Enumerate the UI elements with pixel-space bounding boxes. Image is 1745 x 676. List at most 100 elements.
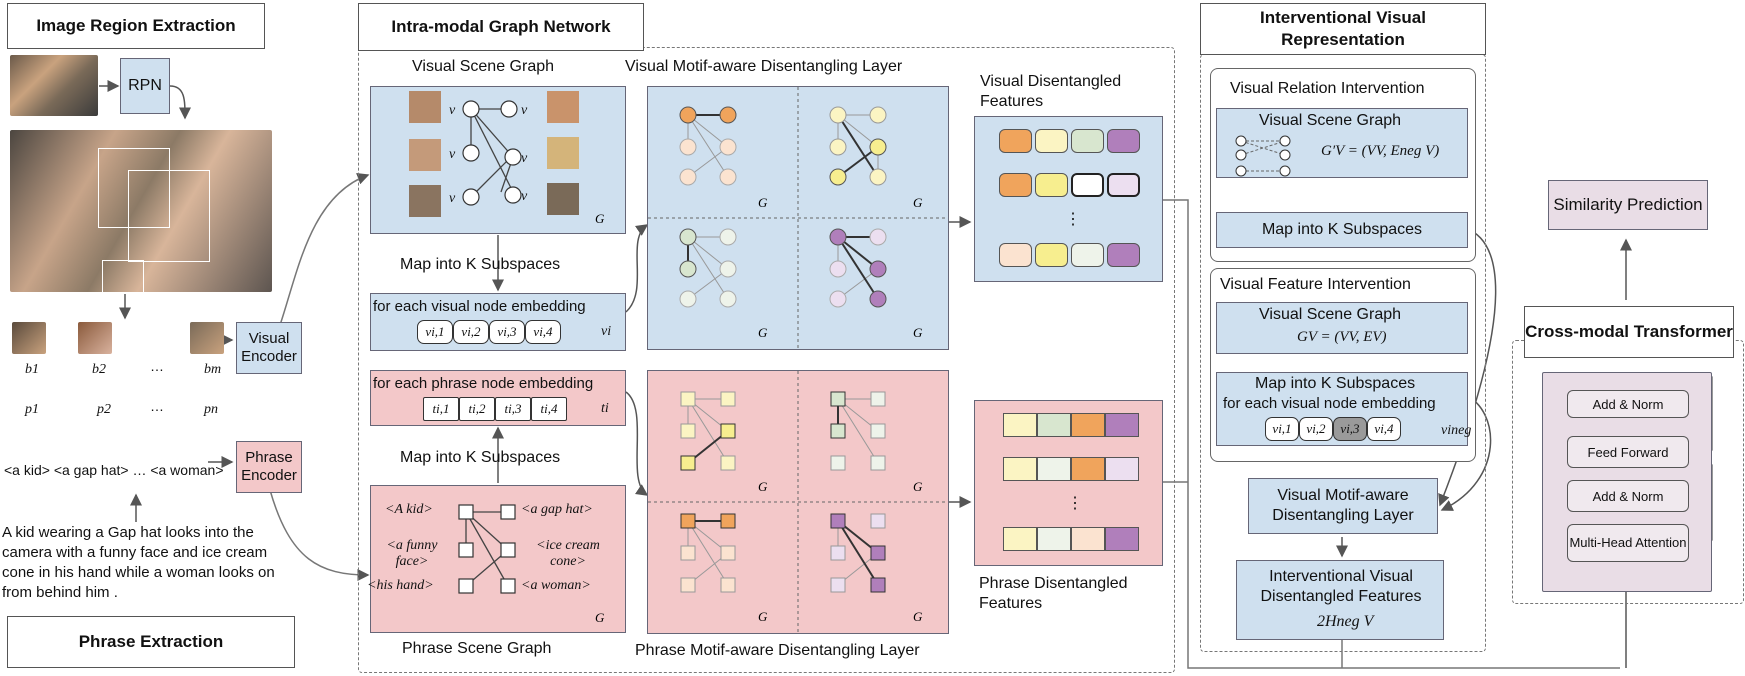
relation-map-block: Map into K Subspaces [1216, 212, 1468, 248]
vfeat-2-3 [1071, 173, 1104, 197]
add-norm-top: Add & Norm [1567, 390, 1689, 418]
svg-text:v: v [449, 191, 456, 206]
phrase-encoder-label: Phrase Encoder [241, 449, 297, 484]
vi-sub-4: vi,4 [525, 320, 561, 344]
intra-modal-title: Intra-modal Graph Network [391, 17, 611, 36]
intra-modal-frame [358, 47, 1175, 673]
p2-label: p2 [97, 402, 111, 417]
svg-text:G: G [595, 610, 605, 625]
b-ellipsis: … [150, 358, 164, 374]
svg-text:v: v [521, 151, 528, 166]
pfeat-ellipsis: ⋮ [1067, 495, 1083, 512]
region-box-1 [98, 148, 170, 228]
vi-sub-2: vi,2 [453, 320, 489, 344]
ti-sub-1: ti,1 [423, 397, 459, 421]
vfeat-1-4 [1107, 129, 1140, 153]
vneg-sub-1: vi,1 [1265, 417, 1299, 441]
pfeat-2-1 [1003, 457, 1037, 481]
phrase-node-ice-cream: <ice cream cone> [536, 538, 600, 569]
svg-text:v: v [449, 147, 456, 162]
phrase-extraction-title: Phrase Extraction [78, 632, 224, 651]
ivdf-label: Interventional Visual Disentangled Featu… [1260, 568, 1422, 605]
multi-head-attention: Multi-Head Attention [1567, 524, 1689, 562]
svg-text:G: G [913, 195, 923, 210]
bm-label: bm [204, 362, 222, 377]
rpn-block: RPN [120, 58, 170, 114]
pmadl-title: Phrase Motif-aware Disentangling Layer [635, 642, 920, 659]
svg-text:G: G [758, 479, 768, 494]
input-photo-large [10, 130, 272, 294]
visual-encoder-block: Visual Encoder [236, 322, 302, 374]
relation-vsg-label: Visual Scene Graph [1259, 112, 1402, 129]
phrase-node-a-kid: <A kid> [385, 502, 433, 517]
feature-vsg-block: Visual Scene Graph GV = (VV, EV) [1216, 302, 1468, 354]
vfeat-2-2 [1035, 173, 1068, 197]
pfeat-2-2 [1037, 457, 1071, 481]
feature-embed-label: for each visual node embedding [1223, 395, 1436, 412]
feed-forward-label: Feed Forward [1587, 444, 1669, 460]
phrase-features-panel: ⋮ [974, 400, 1163, 566]
relation-mini-graph [1235, 135, 1291, 177]
feature-vsg-label: Visual Scene Graph [1259, 306, 1402, 323]
vi-sub-3: vi,3 [489, 320, 525, 344]
add-norm-top-label: Add & Norm [1592, 396, 1664, 412]
vneg-sub-4: vi,4 [1367, 417, 1401, 441]
cross-modal-header: Cross-modal Transformer [1524, 306, 1734, 358]
svg-text:G: G [913, 325, 923, 340]
interventional-title: Interventional Visual Representation [1260, 8, 1426, 49]
b2-label: b2 [92, 362, 106, 377]
visual-encoder-label: Visual Encoder [241, 330, 297, 365]
svg-text:G: G [758, 195, 768, 210]
visual-disentangled-title: Visual Disentangled Features [980, 73, 1122, 110]
vfeat-3-4 [1107, 243, 1140, 267]
relation-map-label: Map into K Subspaces [1261, 221, 1423, 238]
phrase-extraction-header: Phrase Extraction [7, 616, 295, 668]
input-photo-small [10, 55, 98, 116]
b1-label: b1 [25, 362, 39, 377]
vfeat-ellipsis: ⋮ [1065, 211, 1081, 228]
pfeat-3-1 [1003, 527, 1037, 551]
phrase-node-his-hand: <his hand> [367, 578, 434, 593]
add-norm-bottom-label: Add & Norm [1592, 488, 1664, 504]
interventional-header: Interventional Visual Representation [1200, 3, 1486, 55]
vfeat-1-2 [1035, 129, 1068, 153]
phrase-node-embedding-label: for each phrase node embedding [373, 375, 594, 392]
similarity-prediction-block: Similarity Prediction [1548, 180, 1708, 230]
vfeat-3-3 [1071, 243, 1104, 267]
intervention-vmadl-block: Visual Motif-aware Disentangling Layer [1248, 478, 1438, 534]
phrase-node-funny-face: <a funny face> [386, 538, 438, 569]
intra-modal-header: Intra-modal Graph Network [358, 3, 644, 51]
relation-intervention-title: Visual Relation Intervention [1230, 80, 1425, 97]
svg-text:v: v [521, 103, 528, 118]
crop-b2 [78, 322, 112, 354]
visual-scene-graph-title: Visual Scene Graph [412, 58, 555, 75]
pfeat-3-3 [1071, 527, 1105, 551]
vi-label: vi [601, 324, 612, 339]
rpn-label: RPN [128, 77, 162, 94]
feature-formula: GV = (VV, EV) [1297, 329, 1387, 345]
image-region-title: Image Region Extraction [36, 16, 236, 35]
p1-label: p1 [25, 402, 39, 417]
ti-sub-4: ti,4 [531, 397, 567, 421]
phrase-scene-graph-drawing: G [458, 504, 605, 625]
similarity-prediction-label: Similarity Prediction [1553, 195, 1703, 214]
pfeat-1-2 [1037, 413, 1071, 437]
svg-text:G: G [913, 609, 923, 624]
intervention-vmadl-label: Visual Motif-aware Disentangling Layer [1272, 487, 1414, 524]
vmadl-title: Visual Motif-aware Disentangling Layer [625, 58, 903, 75]
vfeat-3-1 [999, 243, 1032, 267]
region-box-2 [128, 170, 210, 262]
pfeat-1-1 [1003, 413, 1037, 437]
vneg-sub-2: vi,2 [1299, 417, 1333, 441]
vneg-label: vineg [1441, 423, 1472, 438]
feature-map-block: Map into K Subspaces for each visual nod… [1216, 372, 1472, 446]
phrase-encoder-block: Phrase Encoder [236, 441, 302, 493]
pn-label: pn [204, 402, 218, 417]
